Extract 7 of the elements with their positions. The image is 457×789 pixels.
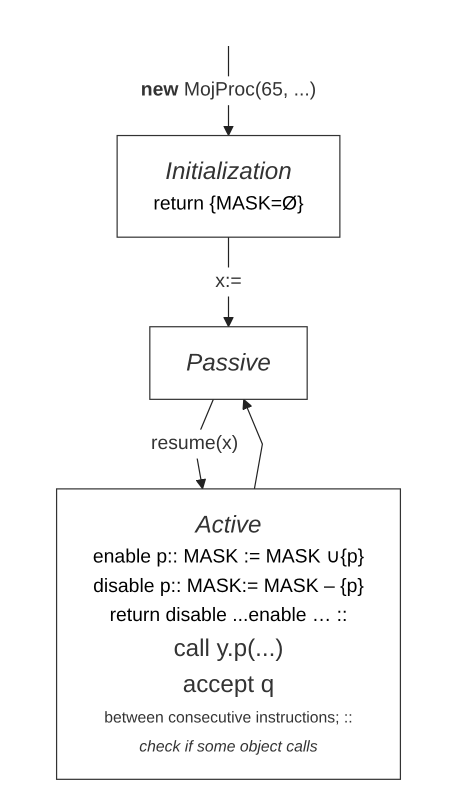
node-box: Active enable p:: MASK := MASK ∪{p} disable p:: MASK:= MASK – {p} return disable ...enable … :: call y.p(...) accept q between consecutive instructions; :: check if some object calls bbox=[56, 488, 402, 780]
node-box: Passive bbox=[149, 326, 308, 400]
edge-label: new MojProc(65, ...) bbox=[140, 80, 316, 100]
arrow bbox=[242, 398, 264, 489]
node-box: Initialization return {MASK=Ø} bbox=[116, 134, 340, 238]
edge-label: resume(x) bbox=[151, 433, 238, 454]
edge-label: x:= bbox=[215, 271, 242, 292]
